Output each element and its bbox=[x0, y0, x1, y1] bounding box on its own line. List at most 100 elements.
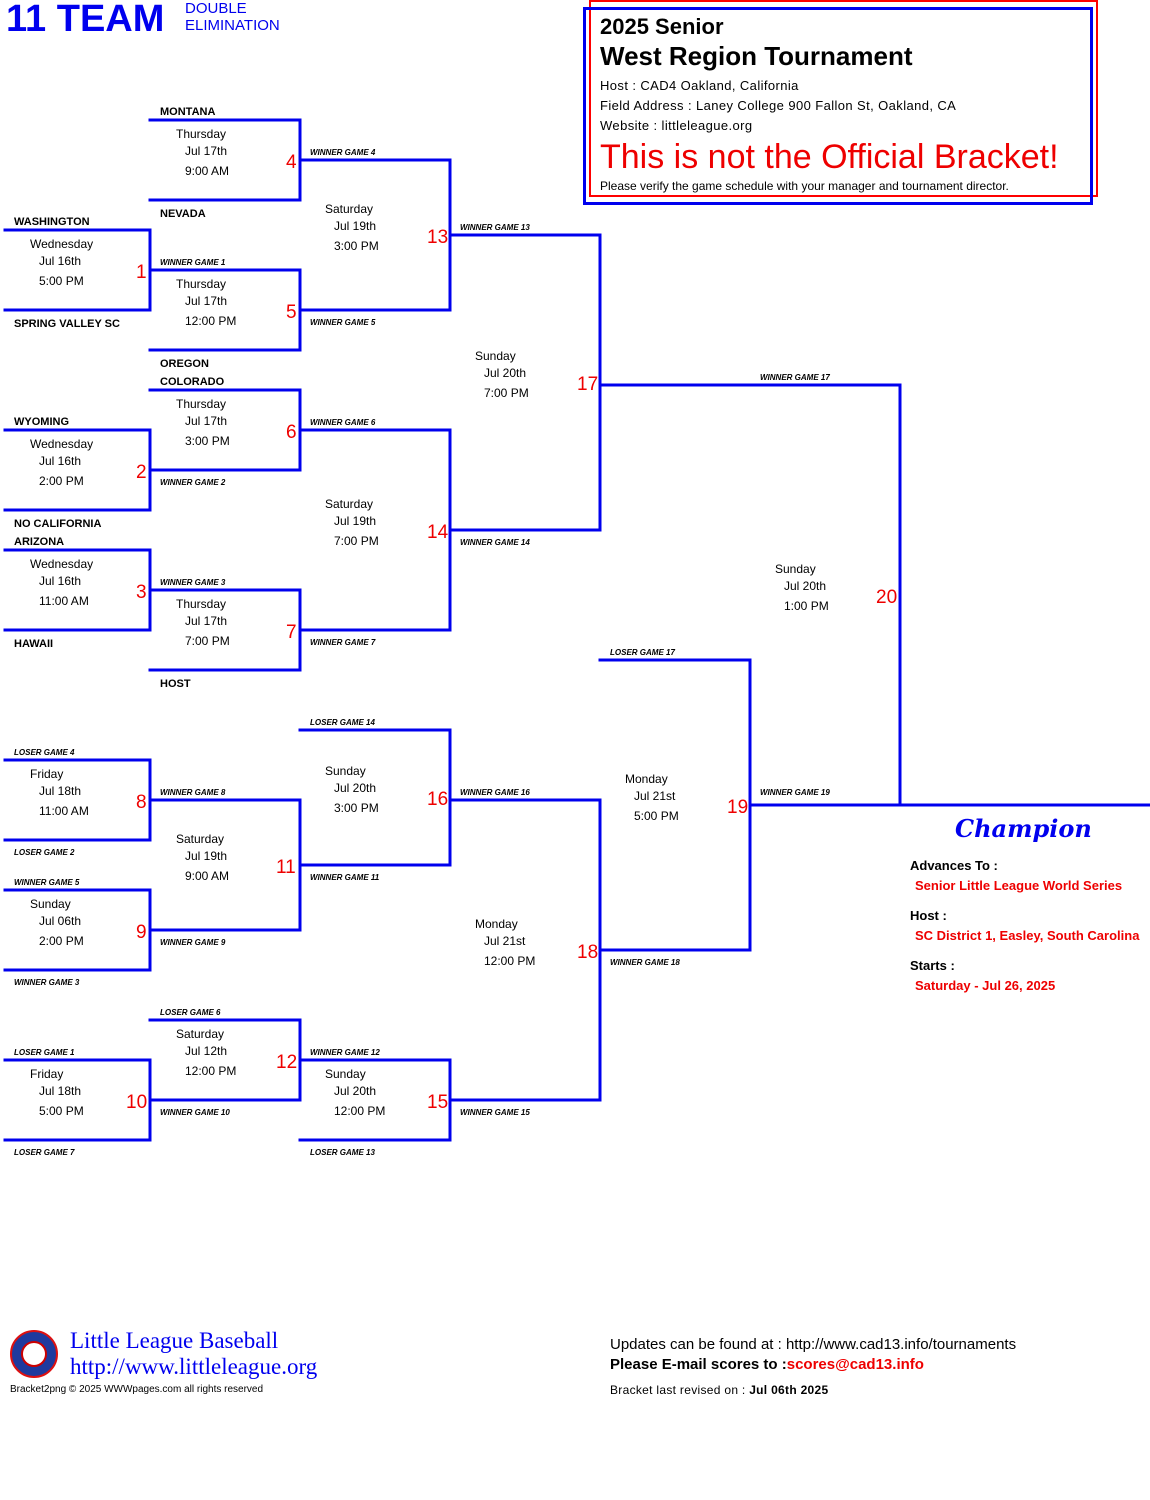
host-label: Host : bbox=[910, 908, 947, 923]
team-label-2: NEVADA bbox=[160, 208, 206, 220]
game-19-number: 19 bbox=[727, 797, 748, 818]
feeder-label-26: WINNER GAME 10 bbox=[160, 1108, 230, 1117]
game-20-date: Jul 20th bbox=[784, 579, 826, 593]
game-15-date: Jul 20th bbox=[334, 1084, 376, 1098]
game-10-day: Friday bbox=[30, 1067, 63, 1081]
feeder-label-2: WINNER GAME 1 bbox=[160, 258, 226, 267]
game-3-date: Jul 16th bbox=[39, 574, 81, 588]
revised-label: Bracket last revised on : bbox=[610, 1383, 746, 1397]
game-8-time: 11:00 AM bbox=[39, 804, 89, 818]
game-13-day: Saturday bbox=[325, 202, 373, 216]
team-label-1: MONTANA bbox=[160, 106, 215, 118]
game-1-number: 1 bbox=[136, 262, 147, 283]
game-10-date: Jul 18th bbox=[39, 1084, 81, 1098]
feeder-label-3: WINNER GAME 5 bbox=[310, 318, 376, 327]
feeder-label-15: WINNER GAME 16 bbox=[460, 788, 530, 797]
game-2-time: 2:00 PM bbox=[39, 474, 84, 488]
game-15-number: 15 bbox=[427, 1092, 448, 1113]
game-19-day: Monday bbox=[625, 772, 668, 786]
game-6-number: 6 bbox=[286, 422, 297, 443]
host-line: Host : CAD4 Oakland, California bbox=[600, 78, 799, 93]
game-15-day: Sunday bbox=[325, 1067, 366, 1081]
game-14-date: Jul 19th bbox=[334, 514, 376, 528]
email-line: Please E-mail scores to :scores@cad13.in… bbox=[610, 1356, 924, 1373]
feeder-label-13: LOSER GAME 4 bbox=[14, 748, 75, 757]
game-3-day: Wednesday bbox=[30, 557, 93, 571]
game-18-number: 18 bbox=[577, 942, 598, 963]
game-3-time: 11:00 AM bbox=[39, 594, 89, 608]
game-2-number: 2 bbox=[136, 462, 147, 483]
feeder-label-19: WINNER GAME 11 bbox=[310, 873, 380, 882]
verify-note: Please verify the game schedule with you… bbox=[600, 179, 1009, 193]
game-10-time: 5:00 PM bbox=[39, 1104, 84, 1118]
game-6-time: 3:00 PM bbox=[185, 434, 230, 448]
game-4-number: 4 bbox=[286, 152, 297, 173]
game-18-date: Jul 21st bbox=[484, 934, 526, 948]
team-label-4: SPRING VALLEY SC bbox=[14, 318, 120, 330]
game-11-day: Saturday bbox=[176, 832, 224, 846]
team-label-7: WYOMING bbox=[14, 416, 69, 428]
game-7-date: Jul 17th bbox=[185, 614, 227, 628]
little-league-logo bbox=[10, 1330, 58, 1378]
feeder-label-25: WINNER GAME 12 bbox=[310, 1048, 380, 1057]
game-10-number: 10 bbox=[126, 1092, 147, 1113]
info-box-blue-border bbox=[583, 7, 1093, 205]
feeder-label-17: LOSER GAME 2 bbox=[14, 848, 75, 857]
feeder-label-10: WINNER GAME 17 bbox=[760, 373, 830, 382]
game-14-number: 14 bbox=[427, 522, 449, 543]
format-line-2: ELIMINATION bbox=[185, 17, 280, 34]
feeder-label-28: LOSER GAME 7 bbox=[14, 1148, 75, 1157]
game-16-date: Jul 20th bbox=[334, 781, 376, 795]
email-address[interactable]: scores@cad13.info bbox=[786, 1356, 924, 1373]
website-line: Website : littleleague.org bbox=[600, 118, 753, 133]
game-9-date: Jul 06th bbox=[39, 914, 81, 928]
feeder-label-23: LOSER GAME 6 bbox=[160, 1008, 221, 1017]
game-16-day: Sunday bbox=[325, 764, 366, 778]
feeder-label-8: WINNER GAME 3 bbox=[160, 578, 226, 587]
team-label-8: NO CALIFORNIA bbox=[14, 518, 101, 530]
game-8-day: Friday bbox=[30, 767, 63, 781]
team-label-10: HAWAII bbox=[14, 638, 53, 650]
game-20-day: Sunday bbox=[775, 562, 816, 576]
logo-center bbox=[21, 1341, 47, 1367]
feeder-label-18: WINNER GAME 5 bbox=[14, 878, 80, 887]
game-14-day: Saturday bbox=[325, 497, 373, 511]
game-11-date: Jul 19th bbox=[185, 849, 227, 863]
feeder-label-7: WINNER GAME 14 bbox=[460, 538, 530, 547]
team-label-6: COLORADO bbox=[160, 376, 225, 388]
game-5-day: Thursday bbox=[176, 277, 226, 291]
game-17-date: Jul 20th bbox=[484, 366, 526, 380]
game-5-time: 12:00 PM bbox=[185, 314, 236, 328]
feeder-label-12: LOSER GAME 14 bbox=[310, 718, 375, 727]
feeder-label-4: WINNER GAME 13 bbox=[460, 223, 530, 232]
game-1-day: Wednesday bbox=[30, 237, 93, 251]
game-18-day: Monday bbox=[475, 917, 518, 931]
website-text: Website : littleleague.org bbox=[600, 118, 753, 133]
team-label-5: OREGON bbox=[160, 358, 209, 370]
game-13-time: 3:00 PM bbox=[334, 239, 379, 253]
game-4-time: 9:00 AM bbox=[185, 164, 229, 178]
game-9-number: 9 bbox=[136, 922, 147, 943]
game-17-day: Sunday bbox=[475, 349, 516, 363]
year-division: 2025 Senior bbox=[600, 14, 724, 39]
game-11-number: 11 bbox=[276, 857, 296, 878]
game-20-number: 20 bbox=[876, 587, 897, 608]
game-11-time: 9:00 AM bbox=[185, 869, 229, 883]
game-12-time: 12:00 PM bbox=[185, 1064, 236, 1078]
game-8-date: Jul 18th bbox=[39, 784, 81, 798]
org-url[interactable]: http://www.littleleague.org bbox=[70, 1354, 318, 1379]
team-label-11: HOST bbox=[160, 678, 191, 690]
feeder-label-1: WINNER GAME 4 bbox=[310, 148, 376, 157]
game-15-time: 12:00 PM bbox=[334, 1104, 385, 1118]
game-12-number: 12 bbox=[276, 1052, 297, 1073]
game-19-date: Jul 21st bbox=[634, 789, 676, 803]
updates-text: Updates can be found at : http://www.cad… bbox=[610, 1336, 1017, 1353]
game-14-time: 7:00 PM bbox=[334, 534, 379, 548]
feeder-label-16: WINNER GAME 19 bbox=[760, 788, 830, 797]
feeder-label-21: WINNER GAME 18 bbox=[610, 958, 680, 967]
tournament-name: West Region Tournament bbox=[600, 41, 913, 71]
game-17-number: 17 bbox=[577, 374, 598, 395]
feeder-label-9: WINNER GAME 7 bbox=[310, 638, 376, 647]
field-address-line: Field Address : Laney College 900 Fallon… bbox=[600, 98, 957, 113]
